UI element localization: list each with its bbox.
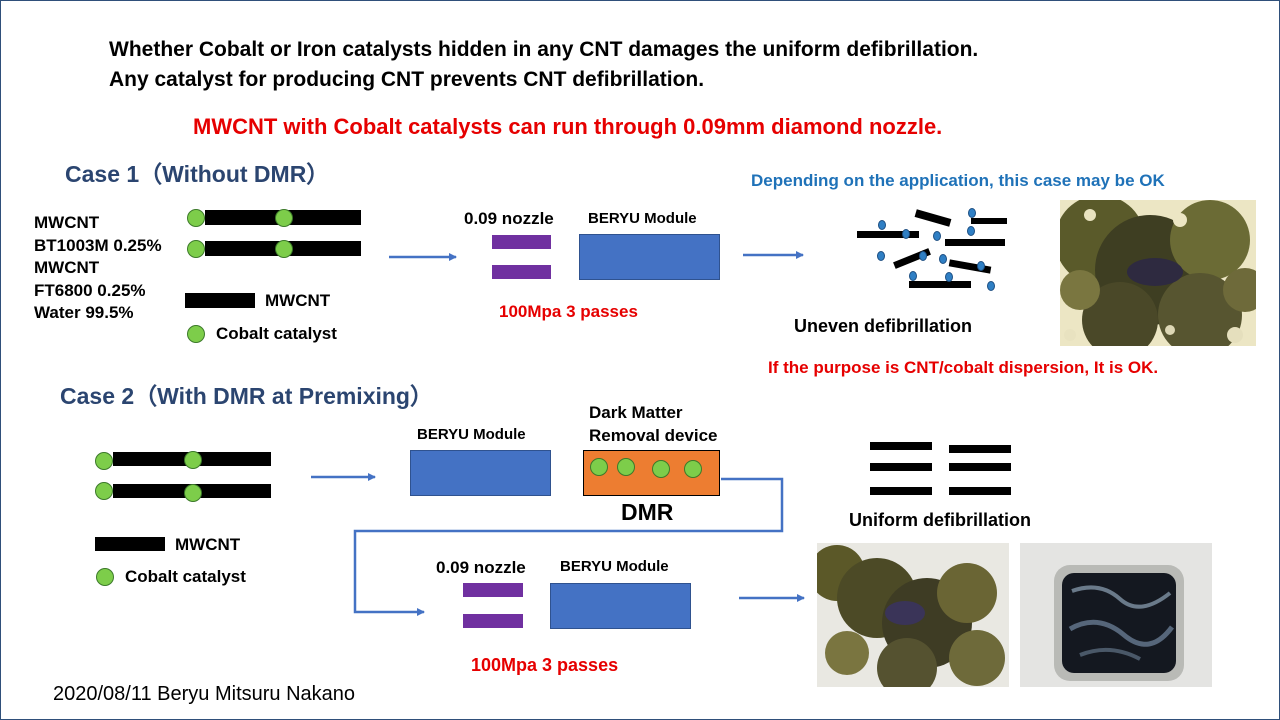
highlight-statement: MWCNT with Cobalt catalysts can run thro… [193, 114, 943, 139]
module-label: BERYU Module [588, 210, 697, 227]
composition-line: FT6800 0.25% [34, 280, 146, 300]
nozzle-upper [463, 583, 523, 597]
catalyst-particle [275, 240, 293, 258]
catalyst-particle [187, 209, 205, 227]
cnt-fragment [857, 231, 919, 238]
dmr-name: DMR [621, 499, 674, 525]
process-label: 100Mpa 3 passes [499, 302, 638, 321]
module-label: BERYU Module [560, 558, 669, 575]
cobalt-particle [909, 271, 917, 281]
case1-heading: Case 1（Without DMR） [65, 161, 330, 187]
captured-catalyst [652, 460, 670, 478]
legend-cnt-swatch [95, 537, 165, 551]
footer-credit: 2020/08/11 Beryu Mitsuru Nakano [53, 683, 356, 705]
cobalt-particle [977, 261, 985, 271]
header-line-1: Whether Cobalt or Iron catalysts hidden … [109, 38, 979, 61]
nozzle-upper [492, 235, 551, 249]
beryu-module-premix [410, 450, 551, 496]
cobalt-particle [939, 254, 947, 264]
process-label: 100Mpa 3 passes [471, 655, 619, 675]
module-label: BERYU Module [417, 426, 526, 443]
composition-line: MWCNT [34, 258, 100, 277]
case1-composition: MWCNT BT1003M 0.25% MWCNT FT6800 0.25% W… [34, 212, 162, 325]
cnt-fiber [870, 442, 932, 450]
captured-catalyst [684, 460, 702, 478]
cobalt-particle [987, 281, 995, 291]
nozzle-lower [463, 614, 523, 628]
beryu-module [550, 583, 691, 629]
catalyst-particle [187, 240, 205, 258]
case2-heading: Case 2（With DMR at Premixing） [60, 383, 433, 409]
cobalt-particle [933, 231, 941, 241]
cobalt-particle [878, 220, 886, 230]
sample-container-photo [1020, 543, 1212, 687]
cobalt-particle [877, 251, 885, 261]
legend-cnt-label: MWCNT [175, 535, 241, 554]
nozzle-label: 0.09 nozzle [436, 558, 526, 577]
composition-line: MWCNT [34, 213, 100, 232]
nozzle-label: 0.09 nozzle [464, 209, 554, 228]
micrograph-uniform [817, 543, 1009, 687]
catalyst-particle [275, 209, 293, 227]
cnt-fiber [949, 487, 1011, 495]
dmr-device [583, 450, 720, 496]
legend-cnt-label: MWCNT [265, 291, 331, 310]
application-note: Depending on the application, this case … [751, 171, 1165, 190]
cnt-fragment [909, 281, 971, 288]
cnt-fiber [949, 463, 1011, 471]
nozzle-lower [492, 265, 551, 279]
captured-catalyst [590, 458, 608, 476]
cnt-fragment [971, 218, 1007, 224]
legend-catalyst-swatch [96, 568, 114, 586]
catalyst-particle [95, 452, 113, 470]
legend-cnt-swatch [185, 293, 255, 308]
cobalt-particle [968, 208, 976, 218]
composition-line: Water 99.5% [34, 303, 134, 322]
catalyst-particle [184, 451, 202, 469]
legend-catalyst-label: Cobalt catalyst [216, 324, 337, 343]
cnt-fiber [870, 463, 932, 471]
cobalt-particle [945, 272, 953, 282]
captured-catalyst [617, 458, 635, 476]
legend-catalyst-swatch [187, 325, 205, 343]
legend-catalyst-label: Cobalt catalyst [125, 567, 246, 586]
cobalt-particle [967, 226, 975, 236]
cnt-fragment [945, 239, 1005, 246]
result-uniform: Uniform defibrillation [849, 510, 1031, 530]
micrograph-uneven [1060, 200, 1256, 346]
catalyst-particle [95, 482, 113, 500]
cobalt-particle [919, 251, 927, 261]
dmr-label: Dark Matter Removal device [589, 403, 718, 445]
cnt-fiber [870, 487, 932, 495]
result-uneven: Uneven defibrillation [794, 316, 973, 336]
beryu-module [579, 234, 720, 280]
dispersion-note: If the purpose is CNT/cobalt dispersion,… [768, 358, 1159, 377]
header-line-2: Any catalyst for producing CNT prevents … [109, 68, 705, 91]
cnt-fiber [949, 445, 1011, 453]
cobalt-particle [902, 229, 910, 239]
catalyst-particle [184, 484, 202, 502]
composition-line: BT1003M 0.25% [34, 235, 162, 255]
